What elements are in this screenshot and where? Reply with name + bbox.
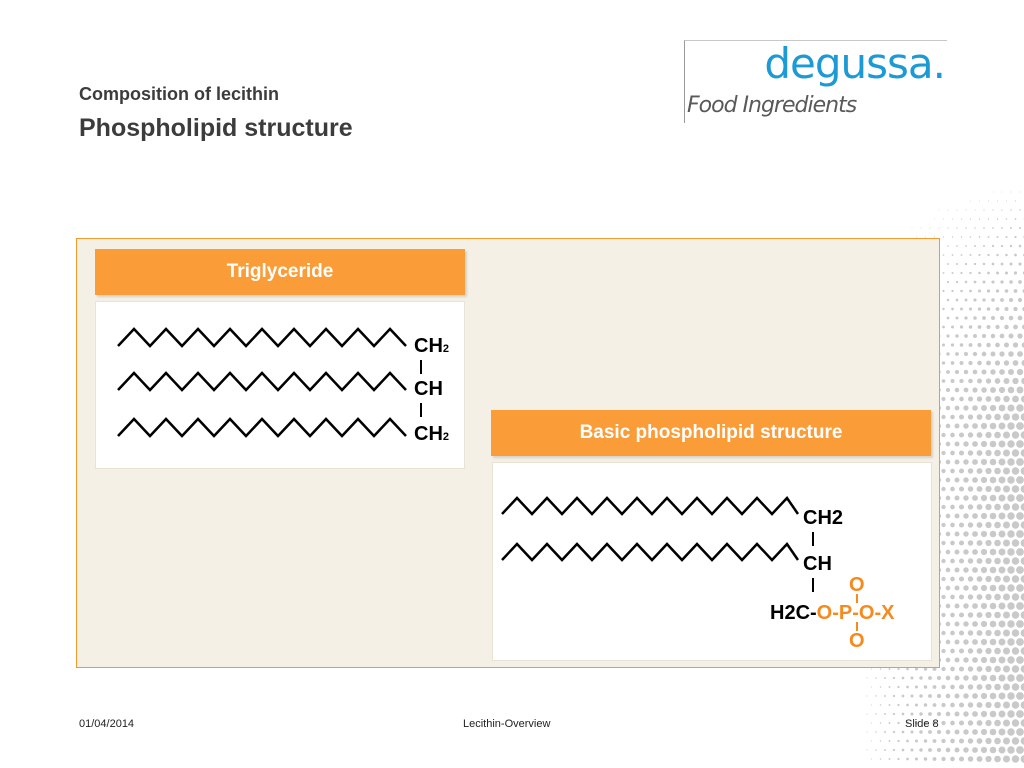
triglyceride-panel: [95, 301, 465, 469]
ch2-bottom-text: CH: [414, 423, 443, 445]
phosphate-o-bottom: O: [849, 630, 865, 652]
triglyceride-bond-2: [420, 403, 422, 417]
phospholipid-panel: [492, 462, 932, 661]
triglyceride-ch-mid: CH: [414, 378, 443, 400]
degussa-logo: degussa. Food Ingredients: [684, 40, 947, 123]
triglyceride-bond-1: [420, 360, 422, 374]
ch2-top-subscript: 2: [442, 343, 450, 355]
phosphate-bond-bottom: [856, 622, 858, 631]
slide-subtitle: Composition of lecithin: [79, 84, 279, 104]
phosphate-group-text: O-P-O-X: [816, 602, 895, 624]
triglyceride-heading: Triglyceride: [95, 249, 465, 295]
logo-brand-text: degussa.: [764, 39, 946, 88]
footer-title: Lecithin-Overview: [463, 718, 551, 730]
triglyceride-ch2-bottom: CH2: [414, 424, 449, 444]
slide-title: Phospholipid structure: [79, 114, 353, 142]
phosphate-bond-top: [856, 594, 858, 603]
ch2-top-text: CH: [414, 335, 443, 357]
phosphate-o-top: O: [849, 574, 865, 596]
footer-slide-number: Slide 8: [905, 718, 939, 730]
ch2-bottom-subscript: 2: [442, 431, 450, 443]
triglyceride-ch2-top: CH2: [414, 336, 449, 356]
phospholipid-h2c-group: H2C-O-P-O-X: [770, 603, 894, 623]
phospholipid-heading: Basic phospholipid structure: [491, 410, 931, 456]
footer-date: 01/04/2014: [79, 718, 135, 730]
logo-tagline: Food Ingredients: [687, 93, 857, 118]
phospholipid-bond-1: [812, 532, 814, 546]
halftone-dot-pattern: [866, 191, 1024, 763]
phospholipid-ch2: CH2: [803, 507, 844, 529]
phospholipid-ch: CH: [803, 553, 832, 575]
h2c-text: H2C-: [770, 602, 817, 624]
phospholipid-bond-2: [812, 578, 814, 592]
